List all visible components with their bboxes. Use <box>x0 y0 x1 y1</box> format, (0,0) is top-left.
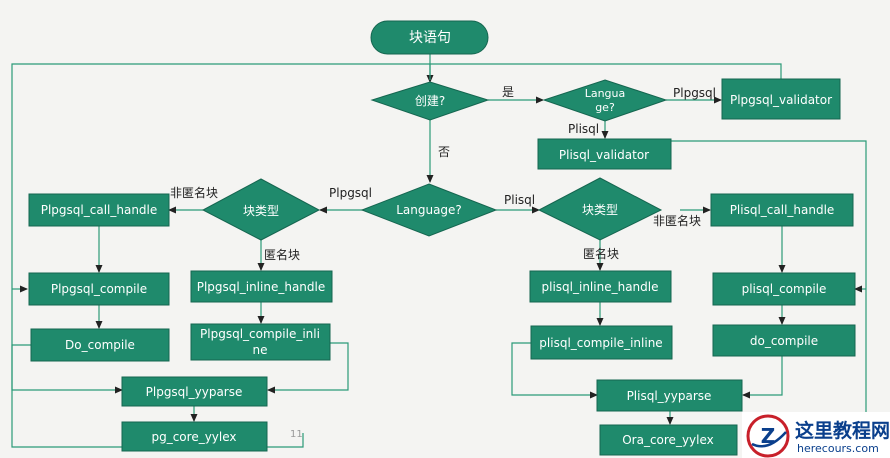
block-type-left-shape <box>201 178 321 241</box>
do-compile-right-shape <box>712 324 856 357</box>
plpgsql-compile-inline-shape <box>190 323 331 361</box>
plpgsql-inline-handle-shape <box>190 270 333 303</box>
label-anonymous-left: 匿名块 <box>264 247 300 262</box>
do-compile-right: do_compile <box>750 334 818 348</box>
create-decision: 创建? <box>415 94 445 108</box>
watermark: Z 这里教程网 herecours.com <box>742 412 890 458</box>
edge-validator-loop <box>11 63 782 448</box>
page-number: 11 <box>290 429 303 440</box>
plpgsql-call-handle: Plpgsql_call_handle <box>41 203 158 217</box>
label-non-anonymous-right: 非匿名块 <box>653 213 701 228</box>
plpgsql-inline-handle: Plpgsql_inline_handle <box>197 280 326 294</box>
label-anonymous-right: 匿名块 <box>583 246 619 261</box>
plisql-yyparse-shape <box>596 379 743 412</box>
plisql-validator: Plisql_validator <box>559 148 649 162</box>
start-node-shape <box>370 20 489 55</box>
plisql-compile-inline-shape <box>530 325 673 360</box>
node-labels: 块语句 创建? Langua ge? Plpgsql_validator Pli… <box>41 30 835 447</box>
plisql-inline-handle-shape <box>529 270 672 303</box>
do-compile-left-shape <box>30 328 170 362</box>
label-plpgsql-top: Plpgsql <box>673 86 716 100</box>
start-node: 块语句 <box>409 30 451 46</box>
ora-core-yylex-shape <box>599 424 738 456</box>
plpgsql-call-handle-shape <box>28 193 170 227</box>
language-top-decision-shape <box>542 79 668 122</box>
plisql-call-handle-shape <box>710 193 854 227</box>
watermark-logo-letter: Z <box>761 424 776 448</box>
block-type-left: 块类型 <box>243 204 279 218</box>
plisql-call-handle: Plisql_call_handle <box>730 203 835 217</box>
edge-labels: 是 否 Plpgsql Plisql Plpgsql Plisql 非匿名块 匿… <box>170 85 716 262</box>
plpgsql-yyparse-shape <box>121 376 268 407</box>
label-no: 否 <box>438 145 450 159</box>
block-type-right-shape <box>537 177 663 241</box>
label-non-anonymous-left: 非匿名块 <box>170 185 218 200</box>
plpgsql-validator: Plpgsql_validator <box>730 93 832 107</box>
watermark-title: 这里教程网 <box>795 419 890 442</box>
language-top-decision-line1: Langua <box>585 87 626 100</box>
edge-docompile-to-yyparse-right <box>742 356 783 399</box>
create-decision-shape <box>370 81 490 121</box>
plisql-inline-handle: plisql_inline_handle <box>542 280 659 294</box>
do-compile-left: Do_compile <box>65 338 135 352</box>
edge-docompile-to-yyparse <box>11 344 123 394</box>
label-yes: 是 <box>502 85 514 99</box>
nodes <box>28 20 856 456</box>
plisql-compile-shape <box>712 272 856 306</box>
plpgsql-compile-inline-line1: Plpgsql_compile_inli <box>200 327 320 341</box>
plisql-compile: plisql_compile <box>742 282 827 296</box>
plpgsql-validator-shape <box>721 78 841 120</box>
plisql-validator-shape <box>537 138 672 170</box>
plisql-compile-inline: plisql_compile_inline <box>539 336 662 350</box>
plpgsql-compile: Plpgsql_compile <box>51 282 147 296</box>
ora-core-yylex: Ora_core_yylex <box>622 433 714 447</box>
block-type-right: 块类型 <box>582 203 618 217</box>
watermark-logo-swoosh-icon <box>751 431 787 448</box>
watermark-url: herecours.com <box>797 442 879 455</box>
language-decision-shape <box>360 183 498 237</box>
connectors <box>11 54 867 448</box>
plisql-yyparse: Plisql_yyparse <box>627 389 712 403</box>
language-top-decision-line2: ge? <box>595 101 615 114</box>
plpgsql-yyparse: Plpgsql_yyparse <box>146 385 243 399</box>
plpgsql-compile-inline-line2: ne <box>253 343 268 357</box>
pg-core-yylex: pg_core_yylex <box>151 430 236 444</box>
language-decision: Language? <box>396 203 462 217</box>
label-plisql-mid: Plisql <box>504 193 535 207</box>
edge-compileinline-to-yyparse <box>267 342 349 394</box>
edge-compileinline-to-yyparse-right <box>511 342 598 399</box>
pg-core-yylex-shape <box>121 421 268 452</box>
label-plisql-top: Plisql <box>568 122 599 136</box>
label-plpgsql-mid: Plpgsql <box>329 186 372 200</box>
plpgsql-compile-shape <box>28 272 170 306</box>
